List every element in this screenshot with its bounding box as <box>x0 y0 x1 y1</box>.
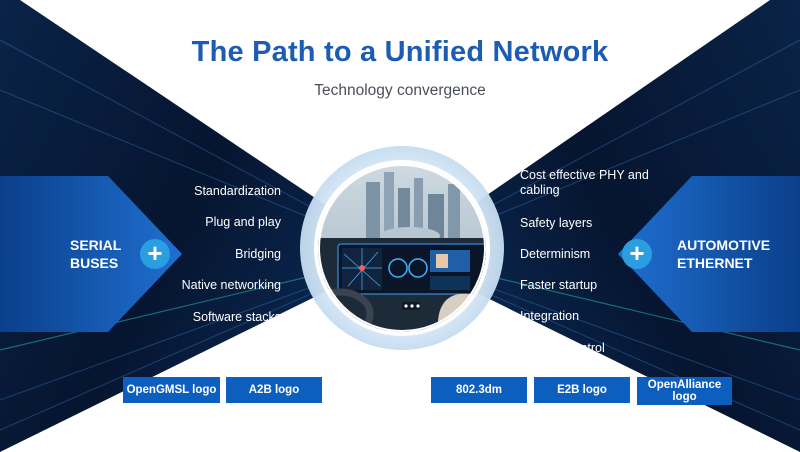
right-feature-item: Safety layers <box>520 216 593 230</box>
automotive-ethernet-label: AUTOMOTIVE ETHERNET <box>677 236 770 272</box>
right-feature-item: Determinism <box>520 247 591 261</box>
e2b-logo-box: E2B logo <box>534 377 630 403</box>
serial-buses-line2: BUSES <box>70 255 119 271</box>
serial-buses-label: SERIAL BUSES <box>70 236 121 272</box>
automotive-ethernet-line2: ETHERNET <box>677 255 753 271</box>
car-cockpit-illustration <box>318 164 486 332</box>
a2b-logo-box: A2B logo <box>226 377 322 403</box>
right-feature-item: Remote control <box>520 341 605 355</box>
right-feature-item: Cost effective PHY and cabling <box>520 168 649 197</box>
left-feature-item: Standardization <box>194 184 281 198</box>
openalliance-logo-box: OpenAlliance logo <box>637 377 732 405</box>
page-subtitle: Technology convergence <box>314 82 486 99</box>
802-3dm-logo-box: 802.3dm <box>431 377 527 403</box>
right-feature-item: Faster startup <box>520 278 598 292</box>
plus-icon: + <box>622 239 652 269</box>
page-title: The Path to a Unified Network <box>191 36 609 68</box>
left-feature-item: Software stacks <box>192 310 281 324</box>
serial-buses-line1: SERIAL <box>70 237 122 253</box>
opengmsl-logo-box: OpenGMSL logo <box>123 377 220 403</box>
plus-icon: + <box>140 239 170 269</box>
left-feature-item: Plug and play <box>205 215 281 229</box>
right-feature-item: Integration <box>520 309 580 323</box>
left-feature-item: Native networking <box>181 278 281 292</box>
automotive-ethernet-line1: AUTOMOTIVE <box>677 237 771 253</box>
left-feature-item: Bridging <box>235 247 281 261</box>
